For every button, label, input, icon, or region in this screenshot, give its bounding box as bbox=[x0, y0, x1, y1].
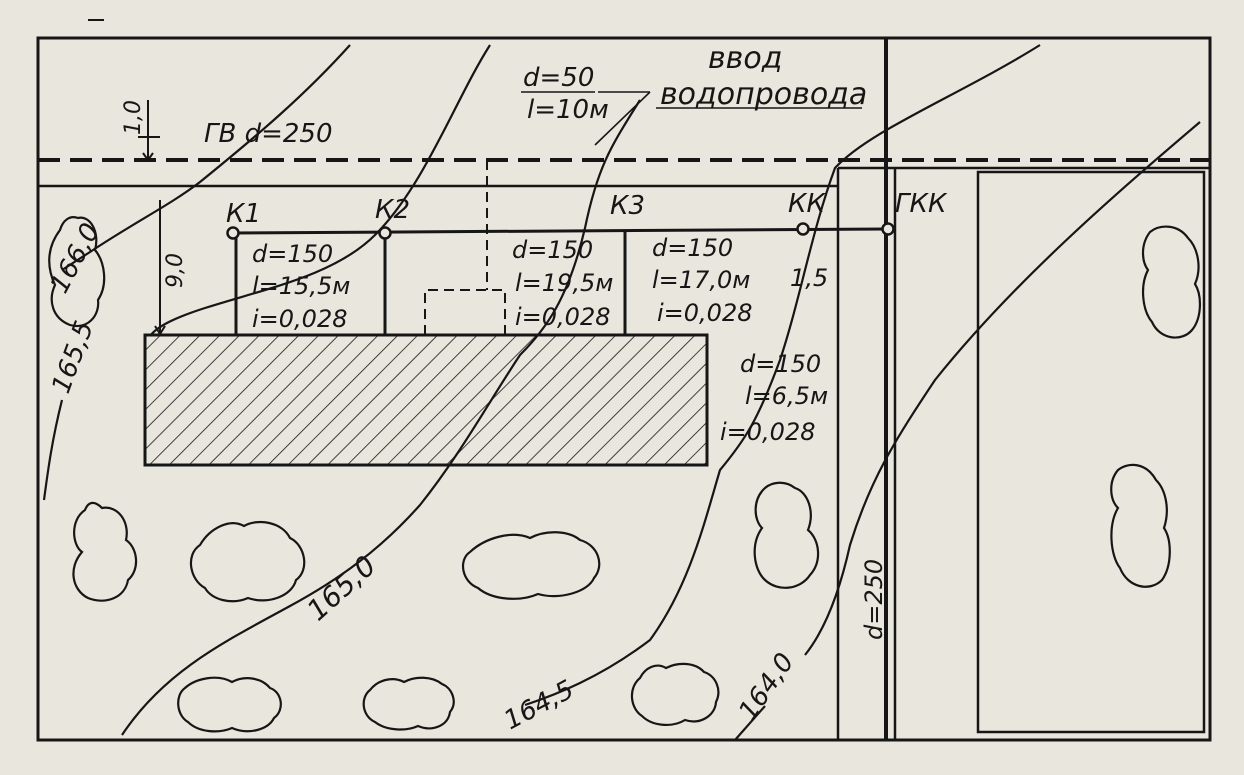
inlet-title-line1: ввод bbox=[708, 41, 782, 76]
inlet-length-label: l=10м bbox=[527, 95, 609, 125]
well-kk bbox=[796, 222, 810, 236]
kk-depth-label: 1,5 bbox=[790, 264, 828, 292]
segment3-length: l=17,0м bbox=[652, 266, 750, 294]
segment4-length: l=6,5м bbox=[745, 382, 828, 410]
bush bbox=[48, 216, 106, 328]
contour-165 bbox=[121, 99, 641, 736]
inlet-title-line2: водопровода bbox=[660, 77, 867, 112]
bush bbox=[630, 662, 720, 726]
wells bbox=[226, 222, 895, 240]
contour-165-5 bbox=[42, 44, 491, 501]
bush bbox=[72, 501, 138, 602]
well-label-kk: КК bbox=[788, 189, 826, 219]
contour-164-tail bbox=[734, 705, 766, 741]
well-gkk bbox=[881, 222, 895, 236]
well-label-gkk: ГКК bbox=[895, 189, 948, 219]
bush bbox=[1141, 225, 1201, 339]
segment2-diameter: d=150 bbox=[512, 236, 593, 264]
bush bbox=[461, 531, 601, 600]
segment2-slope: i=0,028 bbox=[515, 303, 610, 331]
segment4-diameter: d=150 bbox=[740, 350, 821, 378]
bush bbox=[189, 520, 306, 603]
segment1-diameter: d=150 bbox=[252, 240, 333, 268]
neighbour-lot bbox=[976, 170, 1206, 734]
bush bbox=[362, 676, 455, 731]
segment1-length: l=15,5м bbox=[252, 272, 350, 300]
well-k2 bbox=[378, 226, 392, 240]
segment3-slope: i=0,028 bbox=[657, 299, 752, 327]
inlet-diameter-label: d=50 bbox=[523, 63, 594, 93]
sewer-network bbox=[232, 227, 887, 335]
site-frame bbox=[36, 36, 1212, 742]
contour-164 bbox=[804, 121, 1201, 656]
bushes bbox=[48, 216, 1201, 733]
bush bbox=[177, 676, 282, 733]
contour-164-5 bbox=[524, 44, 1041, 707]
street-sewer-label: d=250 bbox=[860, 559, 888, 640]
building-annex bbox=[424, 289, 506, 335]
segment1-slope: i=0,028 bbox=[252, 305, 347, 333]
well-label-k1: К1 bbox=[226, 199, 261, 229]
contour-166 bbox=[61, 44, 351, 271]
segment3-diameter: d=150 bbox=[652, 234, 733, 262]
well-k1 bbox=[226, 226, 240, 240]
well-label-k3: К3 bbox=[610, 191, 645, 221]
segment2-length: l=19,5м bbox=[515, 269, 613, 297]
leader-lines bbox=[521, 91, 862, 146]
offset-dimensions bbox=[138, 100, 166, 336]
bush bbox=[753, 481, 820, 589]
offset-top-label: 1,0 bbox=[121, 100, 146, 135]
well-label-k2: К2 bbox=[375, 195, 410, 225]
offset-side-label: 9,0 bbox=[163, 253, 188, 288]
water-main-label: ГВ d=250 bbox=[204, 119, 333, 149]
bush bbox=[1110, 463, 1171, 588]
building bbox=[143, 333, 709, 467]
contour-lines bbox=[42, 44, 1201, 741]
segment4-slope: i=0,028 bbox=[720, 418, 815, 446]
